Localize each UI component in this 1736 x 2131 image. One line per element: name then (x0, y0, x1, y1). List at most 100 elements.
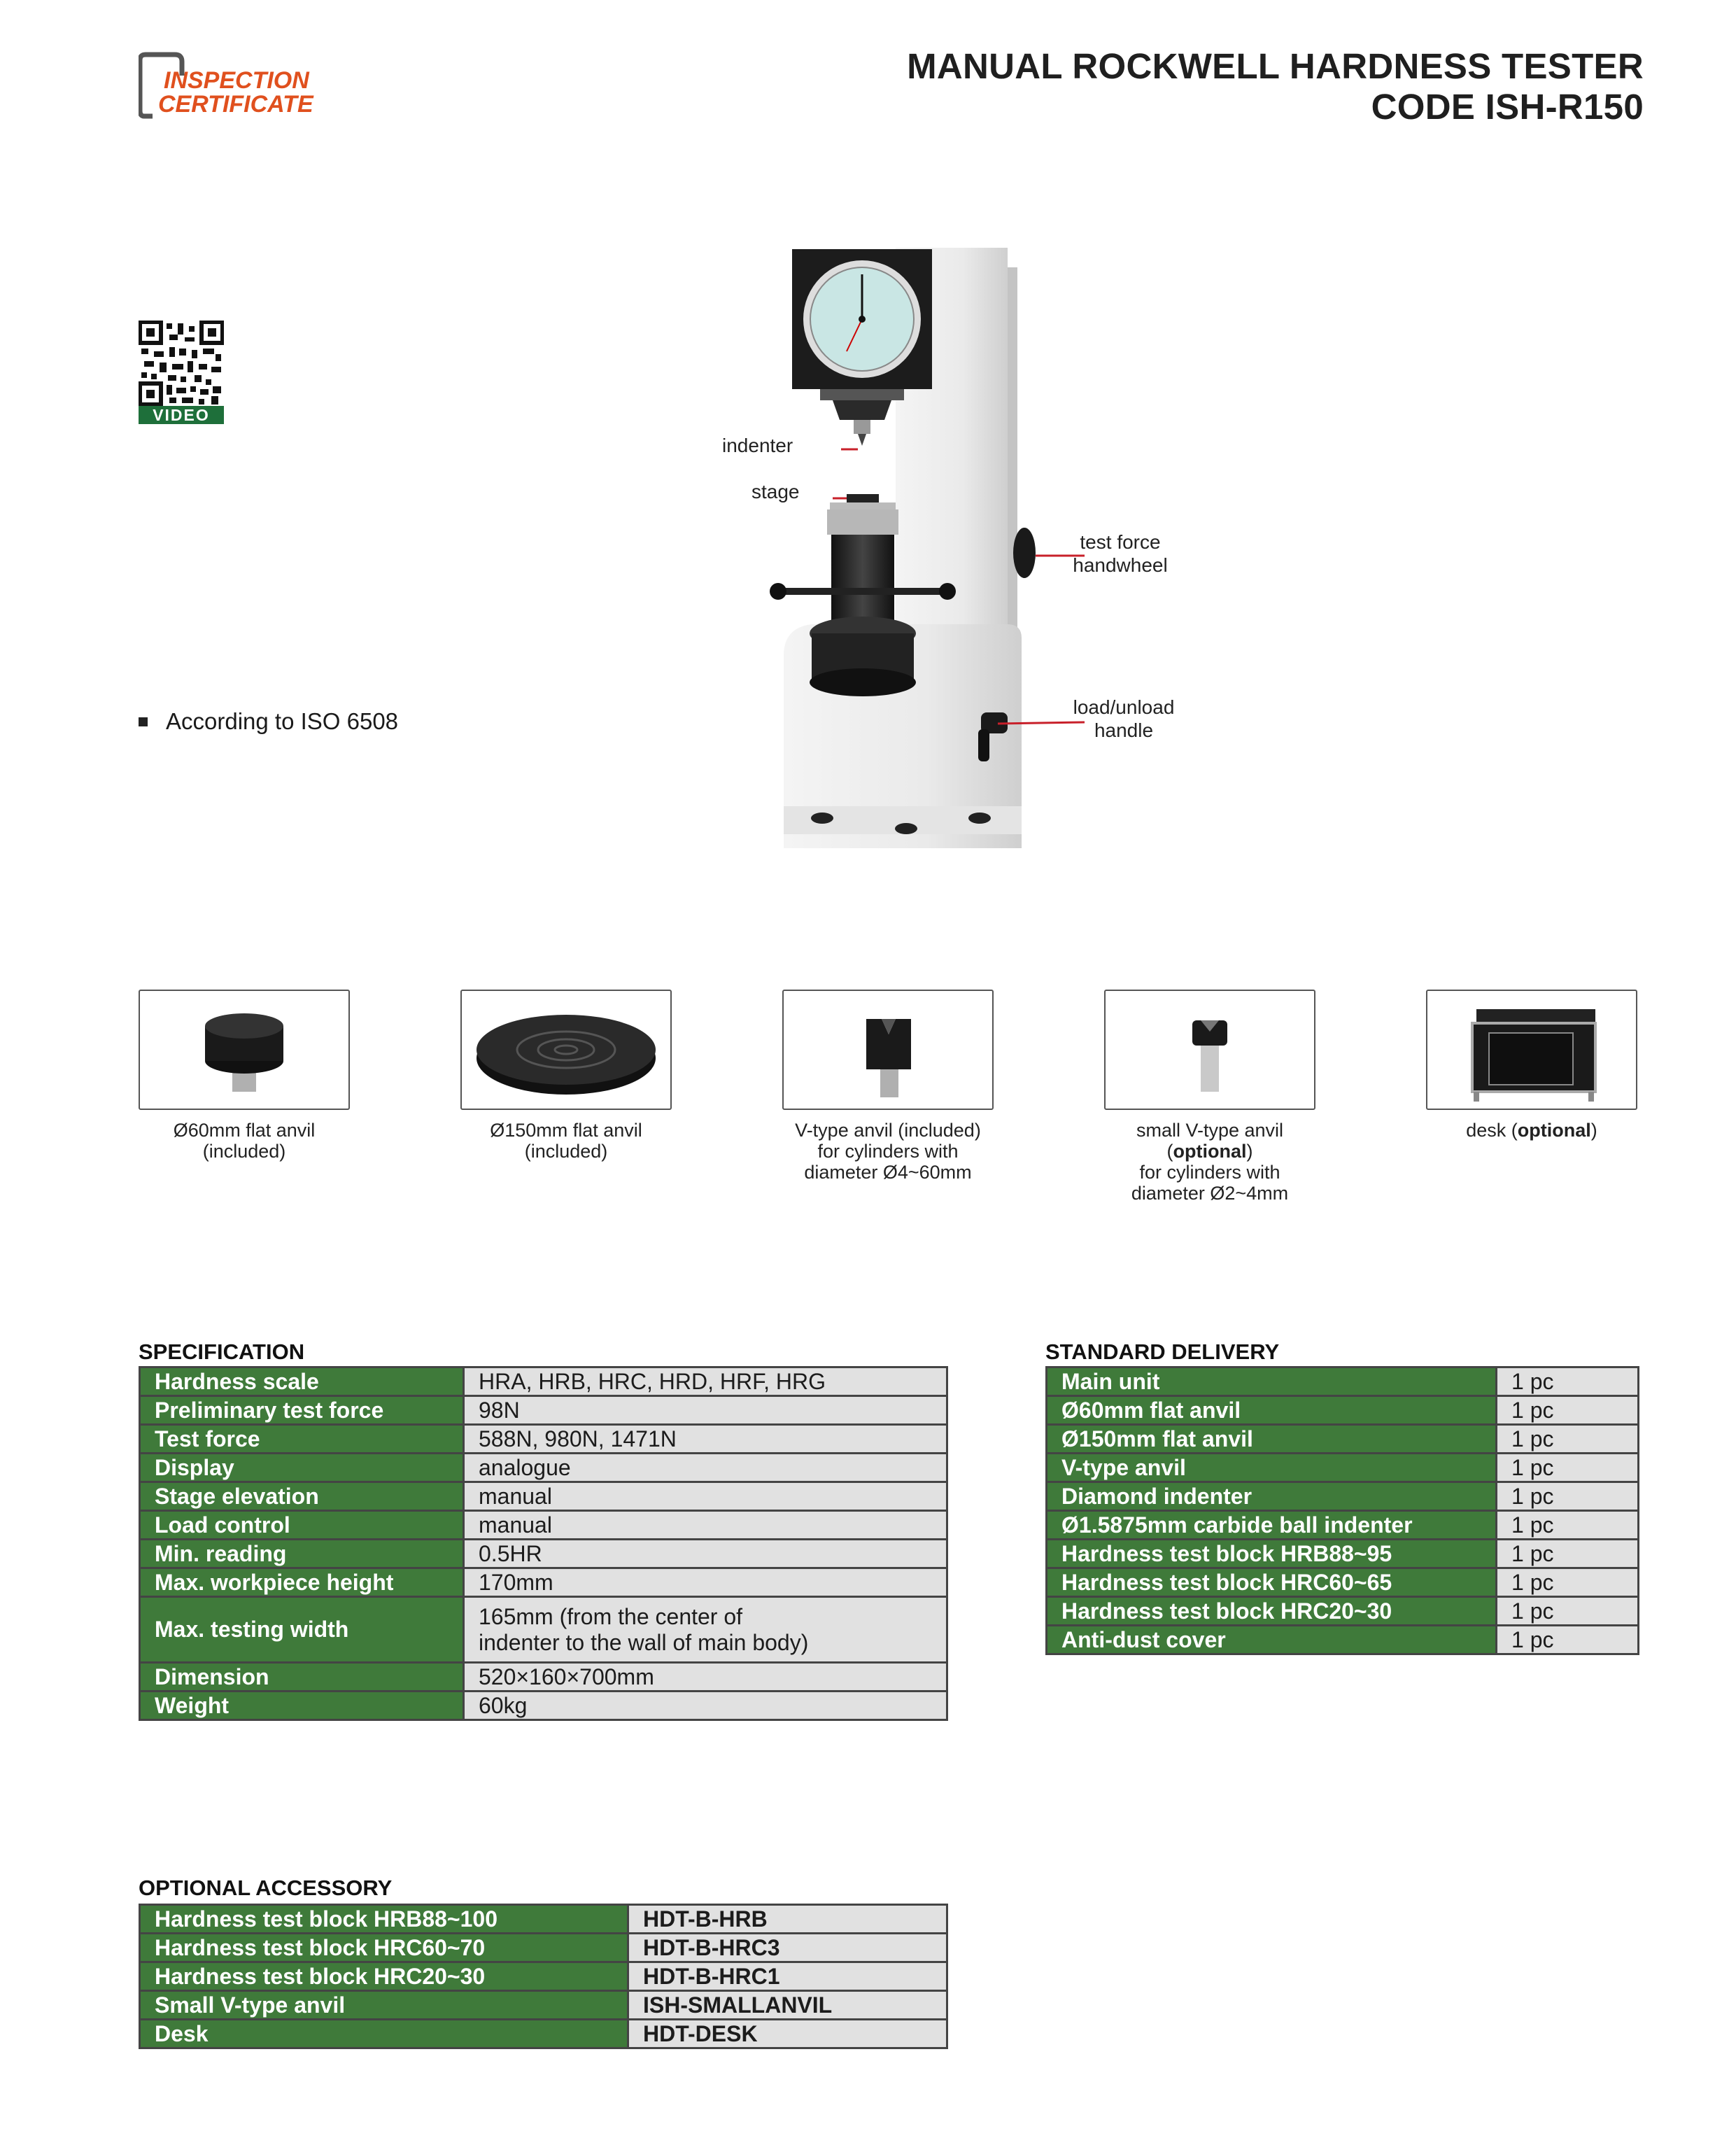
bullet-icon (139, 717, 148, 726)
spec-value: 520×160×700mm (463, 1661, 948, 1692)
specification-heading: SPECIFICATION (139, 1339, 305, 1364)
qr-video-label: VIDEO (153, 406, 210, 424)
callout-load-unload-handle: load/unload handle (1068, 696, 1180, 742)
spec-value-line2: indenter to the wall of main body) (479, 1629, 809, 1655)
spec-key: Test force (139, 1423, 465, 1454)
optional-code: HDT-B-HRB (627, 1904, 948, 1934)
delivery-qty: 1 pc (1495, 1596, 1639, 1626)
delivery-item: Anti-dust cover (1045, 1624, 1497, 1655)
accessory-image-60mm-anvil (139, 990, 350, 1110)
delivery-item: Main unit (1045, 1366, 1497, 1397)
delivery-item: Hardness test block HRC60~65 (1045, 1567, 1497, 1598)
delivery-qty: 1 pc (1495, 1366, 1639, 1397)
spec-key: Stage elevation (139, 1481, 465, 1512)
logo-text-line2: CERTIFICATE (158, 91, 314, 118)
spec-value: 170mm (463, 1567, 948, 1598)
accessory-image-150mm-anvil (460, 990, 672, 1110)
hardness-tester-illustration (756, 246, 1245, 848)
accessory-caption-60mm: Ø60mm flat anvil (included) (125, 1120, 363, 1162)
optional-item: Hardness test block HRC60~70 (139, 1932, 629, 1963)
spec-key: Load control (139, 1510, 465, 1540)
delivery-qty: 1 pc (1495, 1567, 1639, 1598)
accessory-caption-desk: desk (optional) (1413, 1120, 1651, 1141)
accessory-image-v-type-anvil (782, 990, 994, 1110)
caption-line: Ø150mm flat anvil (490, 1120, 642, 1141)
delivery-item: Ø60mm flat anvil (1045, 1395, 1497, 1426)
delivery-qty: 1 pc (1495, 1510, 1639, 1540)
delivery-qty: 1 pc (1495, 1538, 1639, 1569)
caption-line: (included) (524, 1141, 608, 1162)
delivery-qty: 1 pc (1495, 1452, 1639, 1483)
delivery-item: Hardness test block HRB88~95 (1045, 1538, 1497, 1569)
optional-item: Hardness test block HRB88~100 (139, 1904, 629, 1934)
title-line-1: MANUAL ROCKWELL HARDNESS TESTER (907, 46, 1644, 86)
delivery-item: Ø1.5875mm carbide ball indenter (1045, 1510, 1497, 1540)
optional-item: Hardness test block HRC20~30 (139, 1961, 629, 1992)
delivery-item: V-type anvil (1045, 1452, 1497, 1483)
caption-line: diameter Ø4~60mm (804, 1162, 972, 1183)
accessory-caption-v-type: V-type anvil (included) for cylinders wi… (769, 1120, 1007, 1183)
caption-line: diameter Ø2~4mm (1131, 1183, 1289, 1204)
spec-value: 0.5HR (463, 1538, 948, 1569)
accessory-image-small-v-anvil (1104, 990, 1315, 1110)
spec-key: Display (139, 1452, 465, 1483)
optional-accessory-heading: OPTIONAL ACCESSORY (139, 1876, 393, 1900)
spec-value: manual (463, 1481, 948, 1512)
callout-handle-line2: handle (1094, 719, 1154, 741)
callout-indenter: indenter (722, 435, 793, 456)
callout-test-force-handwheel: test force handwheel (1068, 530, 1173, 577)
spec-key: Dimension (139, 1661, 465, 1692)
delivery-qty: 1 pc (1495, 1423, 1639, 1454)
standard-delivery-heading: STANDARD DELIVERY (1045, 1339, 1280, 1364)
caption-line: for cylinders with (817, 1141, 959, 1162)
optional-code: HDT-B-HRC3 (627, 1932, 948, 1963)
caption-line: V-type anvil (included) (795, 1120, 981, 1141)
spec-key: Max. workpiece height (139, 1567, 465, 1598)
feature-item: According to ISO 6508 (139, 708, 398, 735)
spec-value: analogue (463, 1452, 948, 1483)
callout-stage: stage (751, 481, 800, 502)
delivery-item: Ø150mm flat anvil (1045, 1423, 1497, 1454)
video-qr-code[interactable]: VIDEO (138, 320, 225, 424)
spec-value: manual (463, 1510, 948, 1540)
optional-code: ISH-SMALLANVIL (627, 1990, 948, 2020)
caption-line: for cylinders with (1139, 1162, 1280, 1183)
delivery-qty: 1 pc (1495, 1624, 1639, 1655)
page-title: MANUAL ROCKWELL HARDNESS TESTER CODE ISH… (907, 46, 1644, 127)
qr-icon (138, 320, 225, 424)
accessory-caption-small-v: small V-type anvil (optional) for cylind… (1091, 1120, 1329, 1204)
delivery-item: Hardness test block HRC20~30 (1045, 1596, 1497, 1626)
spec-value: 60kg (463, 1690, 948, 1721)
spec-key: Max. testing width (139, 1596, 465, 1664)
optional-item: Small V-type anvil (139, 1990, 629, 2020)
accessory-caption-150mm: Ø150mm flat anvil (included) (447, 1120, 685, 1162)
callout-handle-line1: load/unload (1073, 696, 1175, 718)
delivery-qty: 1 pc (1495, 1395, 1639, 1426)
caption-line: (included) (202, 1141, 286, 1162)
optional-item: Desk (139, 2018, 629, 2049)
